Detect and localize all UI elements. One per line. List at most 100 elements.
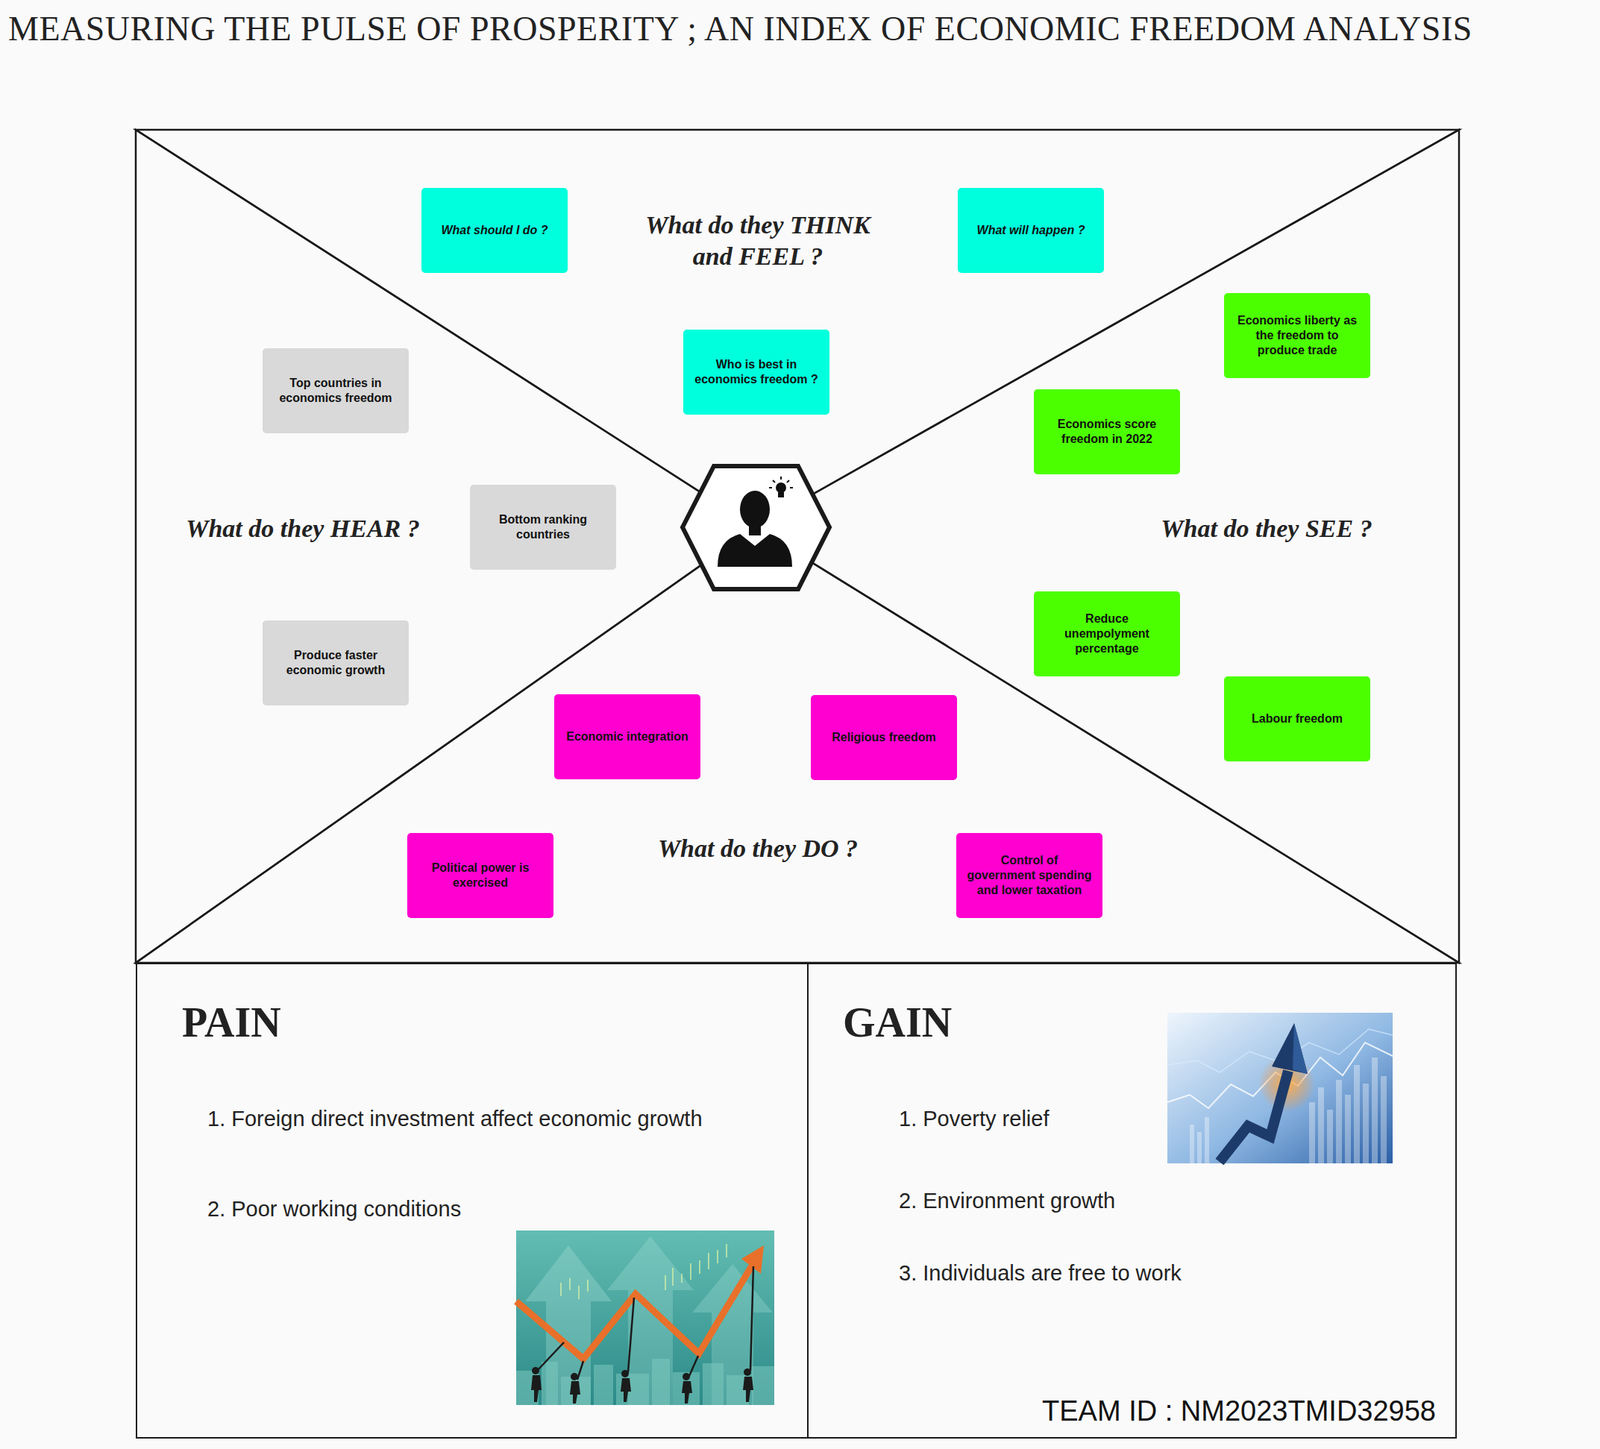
quadrant-heading: What do they HEAR ? — [185, 513, 420, 546]
illustration-part — [616, 1373, 649, 1406]
illustration-part — [702, 1363, 724, 1406]
illustration-part — [681, 1274, 683, 1283]
illustration-part — [560, 1282, 562, 1297]
illustration-part — [698, 1260, 701, 1275]
illustration-part — [516, 1230, 775, 1406]
gain-illustration — [1167, 1012, 1393, 1164]
sticky-note: Bottom ranking countries — [469, 484, 617, 570]
quadrant-border — [135, 129, 1460, 495]
illustration-part — [1204, 1117, 1210, 1164]
sticky-note: Control of government spending and lower… — [956, 833, 1103, 919]
illustration-part — [739, 490, 770, 529]
illustration-part — [717, 534, 793, 567]
panel-item: 2. Environment growth — [898, 1188, 1116, 1214]
sticky-note: What should I do ? — [421, 187, 568, 274]
note-text: Who is best in economics freedom ? — [692, 357, 821, 388]
diagram-title: MEASURING THE PULSE OF PROSPERITY ; AN I… — [8, 8, 1473, 49]
illustration-part — [664, 1275, 667, 1291]
illustration-part — [672, 1268, 674, 1286]
illustration-part — [593, 1365, 614, 1406]
quadrant-outline — [811, 129, 1460, 963]
sticky-note: Economics score freedom in 2022 — [1033, 389, 1181, 475]
note-text: Economics liberty as the freedom to prod… — [1233, 313, 1362, 359]
illustration-part — [682, 466, 830, 590]
illustration-part — [628, 1297, 635, 1373]
illustration-part — [1353, 1065, 1360, 1164]
illustration-part — [531, 1375, 542, 1403]
illustration-part — [786, 480, 790, 483]
note-text: Reduce unempolyment percentage — [1042, 611, 1172, 657]
illustration-part — [516, 1359, 775, 1406]
panel-item: 1. Foreign direct investment affect econ… — [207, 1106, 703, 1132]
illustration-part — [577, 1361, 584, 1380]
sticky-note: Economics liberty as the freedom to prod… — [1224, 293, 1371, 379]
sticky-note: Reduce unempolyment percentage — [1033, 591, 1181, 677]
note-text: Bottom ranking countries — [478, 512, 608, 543]
illustration-part — [578, 1285, 580, 1300]
illustration-part — [1326, 1109, 1333, 1164]
illustration-part — [538, 1342, 564, 1370]
illustration-part — [569, 1381, 581, 1404]
sticky-note: What will happen ? — [957, 187, 1104, 274]
illustration-part — [748, 525, 761, 536]
sticky-note: Who is best in economics freedom ? — [683, 329, 830, 415]
illustration-part — [769, 487, 773, 489]
illustration-part — [672, 1372, 700, 1406]
sticky-note: Political power is exercised — [407, 833, 554, 919]
illustration-part — [587, 1280, 589, 1292]
pain-illustration — [516, 1230, 775, 1406]
illustration-part — [751, 1366, 775, 1406]
sticky-note: Produce faster economic growth — [262, 620, 409, 706]
quadrant-border — [811, 129, 1460, 963]
illustration-part — [716, 1250, 719, 1264]
illustration-part — [569, 1278, 571, 1291]
illustration-part — [743, 1368, 752, 1377]
illustration-part — [689, 1356, 699, 1377]
illustration-part — [1371, 1057, 1378, 1164]
note-text: Top countries in economics freedom — [271, 375, 400, 406]
sticky-note: Economic integration — [554, 694, 701, 780]
illustration-part — [1380, 1076, 1387, 1164]
illustration-part — [531, 1367, 754, 1404]
quadrant-outline — [135, 562, 1460, 963]
illustration-part — [725, 1244, 728, 1258]
panel-item: 2. Poor working conditions — [207, 1197, 461, 1222]
illustration-part — [750, 1266, 754, 1372]
note-text: What will happen ? — [977, 223, 1086, 238]
quadrant-region: What do they SEE ? Economics liberty as t… — [811, 129, 1460, 963]
illustration-part — [1219, 1071, 1289, 1163]
panel-item: 1. Poverty relief — [898, 1106, 1049, 1132]
illustration-part — [742, 1376, 754, 1403]
illustration-part — [689, 1263, 692, 1280]
team-id-label: TEAM ID : NM2023TMID32958 — [1042, 1395, 1436, 1428]
quadrant-region: What do they DO ?Economic integrationRel… — [135, 562, 1460, 963]
illustration-part — [1167, 1012, 1393, 1164]
illustration-part — [531, 1367, 540, 1375]
illustration-part — [621, 1370, 629, 1378]
illustration-part — [1309, 1102, 1316, 1164]
illustration-part — [1292, 1023, 1308, 1075]
note-text: Economic integration — [566, 729, 689, 745]
note-text: Political power is exercised — [416, 860, 545, 891]
panel-item: 3. Individuals are free to work — [898, 1261, 1182, 1286]
illustration-part — [1362, 1083, 1369, 1164]
panel-box: PAIN1. Foreign direct investment affect … — [135, 962, 809, 1439]
panel-heading: GAIN — [842, 998, 952, 1047]
illustration-part — [707, 1253, 710, 1270]
quadrant-heading: What do they SEE ? — [1160, 513, 1372, 546]
illustration-part — [777, 492, 784, 498]
illustration-part — [682, 1373, 690, 1381]
note-text: Control of government spending and lower… — [965, 853, 1094, 899]
illustration-part — [516, 1263, 754, 1360]
illustration-part — [620, 1378, 632, 1403]
sticky-note: Labour freedom — [1224, 676, 1371, 762]
sticky-note: Top countries in economics freedom — [262, 348, 409, 434]
center-hexagon — [682, 466, 830, 590]
illustration-part — [681, 1381, 693, 1404]
note-text: Economics score freedom in 2022 — [1042, 416, 1172, 447]
sticky-note: Religious freedom — [810, 695, 958, 781]
illustration-part — [780, 476, 782, 480]
illustration-part — [560, 1376, 591, 1406]
quadrant-heading: What do they THINK and FEEL ? — [629, 209, 887, 274]
